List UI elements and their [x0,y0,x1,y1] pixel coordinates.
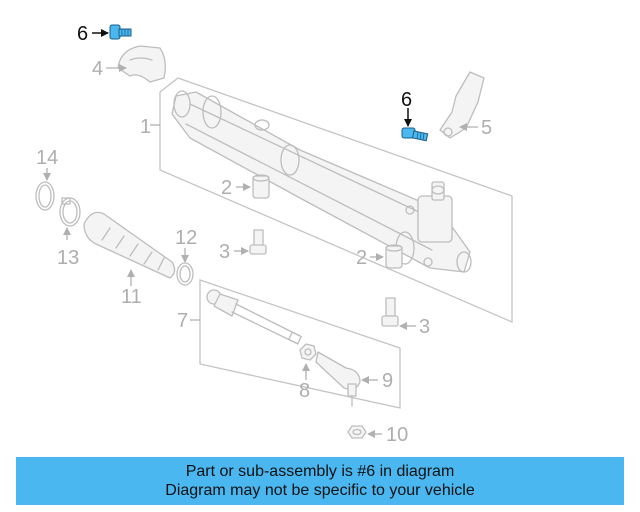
bushing-part-2-left [236,174,270,199]
bolt-part-6-right [401,108,429,142]
ring-part-14 [35,168,55,211]
callout-9: 9 [382,370,393,392]
inner-tie-rod-part-7 [206,289,302,345]
callout-6-right: 6 [401,89,412,111]
clamp-part-12 [176,248,194,286]
parts-diagram: 1 2 2 3 3 4 5 6 6 7 8 9 10 11 12 13 14 [35,23,513,446]
steering-rack-housing [171,90,472,273]
callout-3-left: 3 [219,241,230,263]
banner-line-1: Part or sub-assembly is #6 in diagram [185,463,455,480]
callout-14: 14 [36,147,58,169]
nut-part-8 [299,343,317,380]
bolt-part-6-top [92,24,132,40]
callout-12: 12 [175,227,197,249]
nut-part-10 [347,425,382,439]
callout-3-right: 3 [419,316,430,338]
callout-7: 7 [177,310,188,332]
info-banner: Part or sub-assembly is #6 in diagram Di… [16,457,624,505]
callout-6-top: 6 [77,23,88,45]
callout-8: 8 [299,380,310,402]
boot-part-11 [83,211,176,286]
callout-11: 11 [121,286,142,308]
tie-rod-end-part-9 [315,351,378,407]
clamp-part-13 [59,197,81,240]
callout-2-right: 2 [356,247,367,269]
banner-line-2: Diagram may not be specific to your vehi… [165,482,475,499]
bolt-part-3-right [381,297,416,330]
rack-assembly-frame [150,77,513,323]
callout-10: 10 [386,424,408,446]
bolt-part-3-left [234,229,267,255]
callout-4: 4 [92,58,103,80]
callout-1: 1 [140,116,151,138]
callout-13: 13 [57,247,79,269]
bracket-part-4 [106,45,166,83]
bushing-part-2-right [370,244,403,269]
arm-part-5 [439,71,485,139]
tie-rod-frame [190,279,401,409]
callout-2-left: 2 [221,177,232,199]
callout-5: 5 [481,117,492,139]
